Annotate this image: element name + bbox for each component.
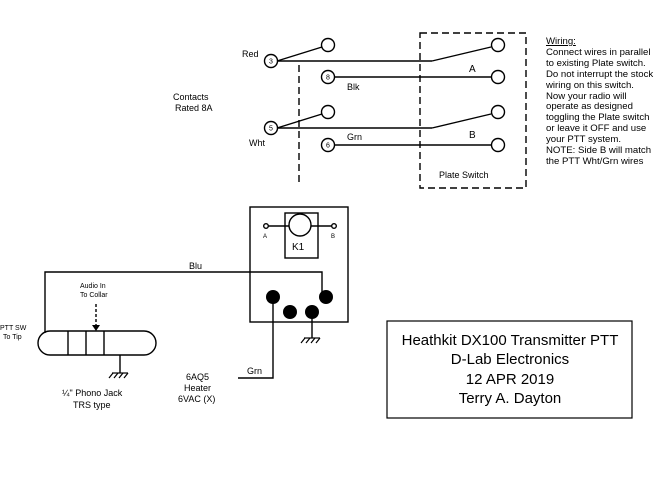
relay-side-b-point xyxy=(331,222,338,229)
wiring-line: your PTT system. xyxy=(546,134,621,146)
label-relay-b: B xyxy=(331,234,335,240)
label-wht: Wht xyxy=(249,138,266,148)
label-contacts: Contacts xyxy=(173,92,209,102)
plate-switch-b-contact xyxy=(490,104,506,120)
relay-coil-body xyxy=(284,212,319,259)
title-line-3: 12 APR 2019 xyxy=(466,371,554,388)
title-line-4: Terry A. Dayton xyxy=(459,390,562,407)
relay-terminal-ground-a xyxy=(283,305,297,319)
title-line-1: Heathkit DX100 Transmitter PTT xyxy=(402,332,619,349)
wiring-notes: Wiring: Connect wires in parallel to exi… xyxy=(546,36,668,168)
terminal-label: 6 xyxy=(326,143,330,150)
relay-terminal-ground-b xyxy=(305,305,319,319)
label-6vac: 6VAC (X) xyxy=(178,394,215,404)
relay-arm-top xyxy=(276,46,323,62)
relay-terminal-heater xyxy=(266,290,280,304)
wiring-line: wiring on this switch. xyxy=(546,79,634,91)
wiring-line: to existing Plate switch. xyxy=(546,57,646,69)
relay-terminal-blu xyxy=(319,290,333,304)
label-6aq5: 6AQ5 xyxy=(186,372,209,382)
wiring-line: Now your radio will xyxy=(546,90,627,102)
wiring-line: Connect wires in parallel xyxy=(546,46,651,58)
label-audio-in: Audio In xyxy=(80,283,106,290)
label-to-collar: To Collar xyxy=(80,292,108,299)
label-side-b: B xyxy=(469,130,476,141)
label-side-a: A xyxy=(469,64,476,75)
wiring-line: the PTT Wht/Grn wires xyxy=(546,155,644,167)
wire-blu xyxy=(44,271,323,333)
label-k1: K1 xyxy=(292,242,305,253)
label-trs-type: TRS type xyxy=(73,400,111,410)
wire-grn-heater xyxy=(238,297,274,379)
label-to-tip: To Tip xyxy=(3,334,22,341)
wiring-line: or leave it OFF and use xyxy=(546,123,647,135)
plate-switch-a-contact xyxy=(490,37,506,53)
label-grn-heater: Grn xyxy=(247,366,262,376)
label-blu: Blu xyxy=(189,261,202,271)
wiring-heading: Wiring: xyxy=(546,36,576,47)
relay-module xyxy=(249,206,349,323)
relay-side-a-point xyxy=(263,222,270,229)
wiring-line: operate as designed xyxy=(546,101,633,113)
terminal-label: 8 xyxy=(326,75,330,82)
plate-switch-b-terminal xyxy=(490,137,506,153)
relay-coil-k1 xyxy=(288,213,312,237)
plate-switch-b-arm xyxy=(431,113,492,129)
audio-in-arrowhead xyxy=(92,325,100,331)
title-box xyxy=(386,320,633,419)
plate-switch-a-terminal xyxy=(490,69,506,85)
title-line-2: D-Lab Electronics xyxy=(451,351,569,368)
ground-icon xyxy=(108,372,129,379)
label-ptt-sw: PTT SW xyxy=(0,325,27,332)
label-rated: Rated 8A xyxy=(175,103,213,113)
label-blk: Blk xyxy=(347,82,360,92)
label-red: Red xyxy=(242,49,259,59)
label-plate-switch: Plate Switch xyxy=(439,170,489,180)
plate-switch-box xyxy=(419,32,527,189)
plate-switch-a-arm xyxy=(431,46,492,62)
label-relay-a: A xyxy=(263,234,267,240)
label-heater: Heater xyxy=(184,383,211,393)
contact-bottom-nc xyxy=(320,104,336,120)
terminal-label: 3 xyxy=(269,59,273,66)
wiring-line: NOTE: Side B will match xyxy=(546,145,652,157)
ground-icon xyxy=(300,337,321,344)
wiring-line: toggling the Plate switch xyxy=(546,112,650,124)
label-grn-top: Grn xyxy=(347,132,362,142)
label-phono-jack: ¼" Phono Jack xyxy=(62,388,123,398)
terminal-label: 5 xyxy=(269,126,273,133)
phono-jack-body xyxy=(37,330,157,356)
wiring-line: Do not interrupt the stock xyxy=(546,68,654,80)
contact-top-nc xyxy=(320,37,336,53)
